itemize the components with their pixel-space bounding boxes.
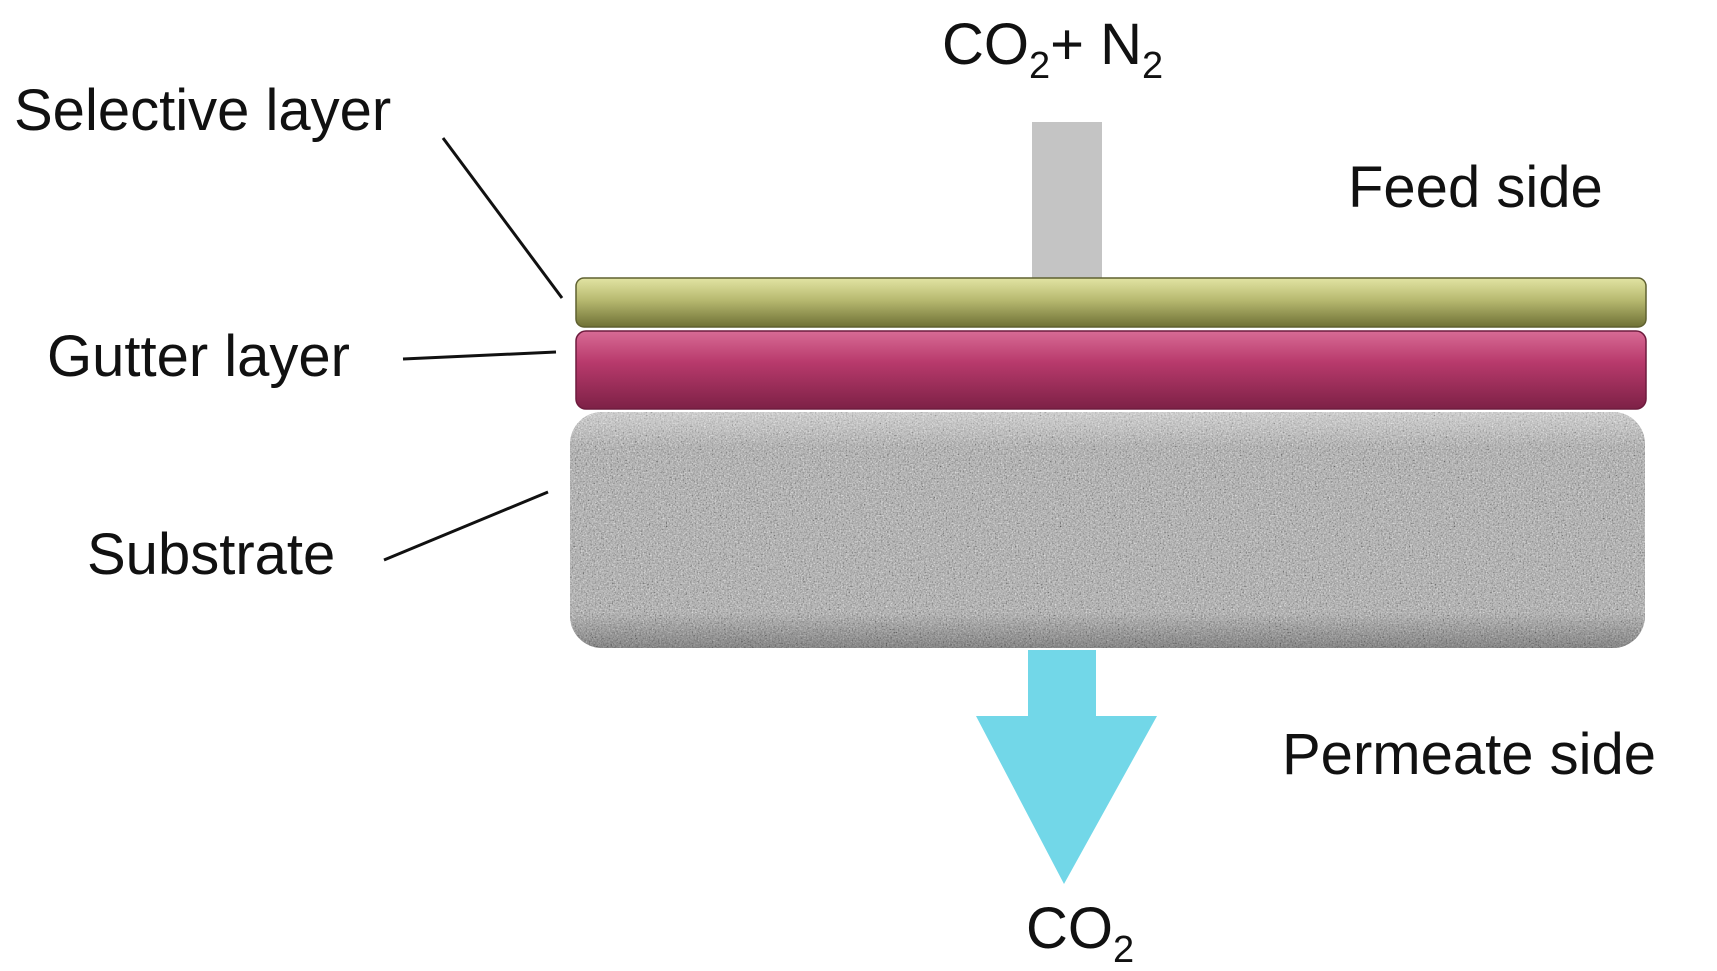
permeate-gas-label: CO2	[1026, 896, 1134, 971]
feed-gas-label: CO2+ N2	[942, 12, 1163, 87]
gutter-layer	[575, 330, 1647, 410]
substrate-leader	[383, 490, 549, 562]
selective-layer	[575, 277, 1647, 328]
selective-layer-leader	[441, 137, 564, 299]
feed-flow-bar	[1032, 122, 1102, 280]
feed-side-label: Feed side	[1348, 155, 1603, 220]
substrate-layer	[570, 412, 1645, 648]
permeate-side-label: Permeate side	[1282, 722, 1656, 787]
selective-layer-label: Selective layer	[14, 78, 391, 143]
substrate-label: Substrate	[87, 522, 335, 587]
gutter-layer-label: Gutter layer	[47, 324, 350, 389]
permeate-arrow	[976, 650, 1157, 884]
gutter-layer-leader	[402, 350, 557, 361]
